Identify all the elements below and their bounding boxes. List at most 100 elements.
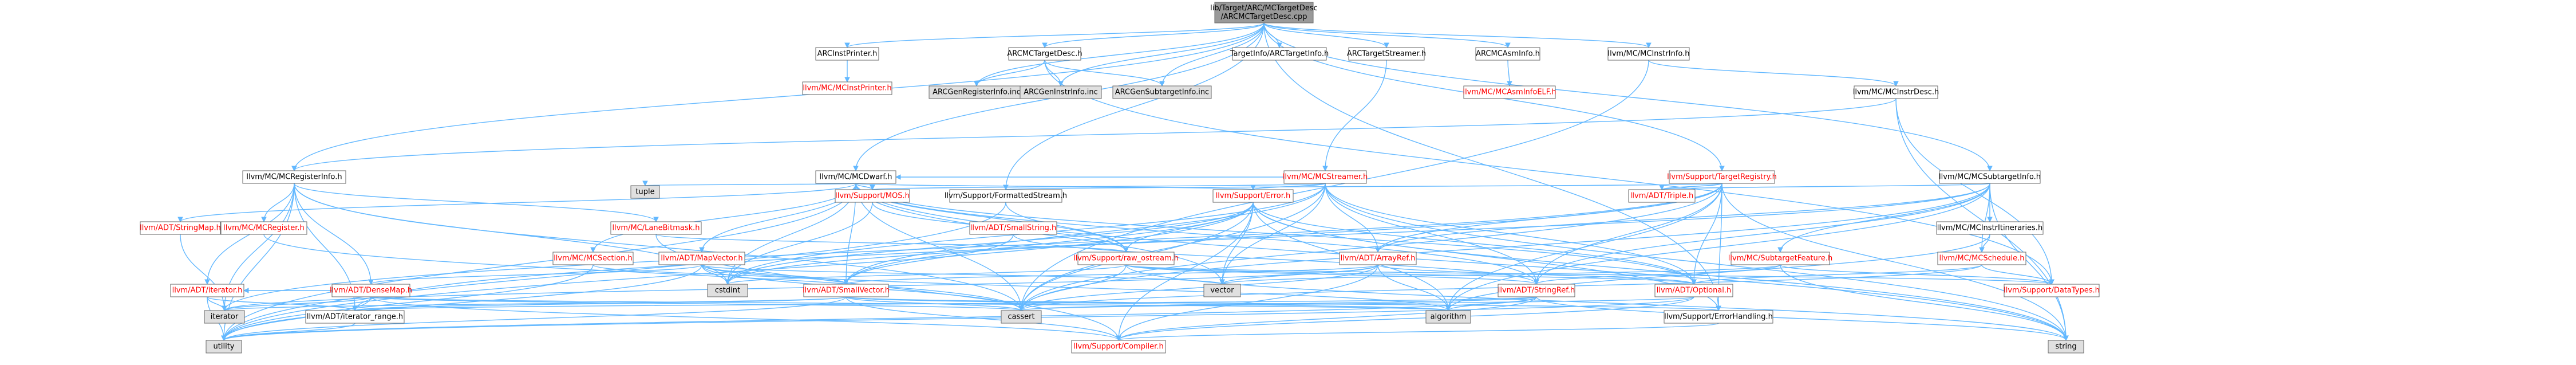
node-mcschedule[interactable]: llvm/MC/MCSchedule.h — [1937, 252, 2026, 265]
node-mcsection[interactable]: llvm/MC/MCSection.h — [552, 252, 634, 265]
node-rawostream[interactable]: llvm/Support/raw_ostream.h — [1073, 252, 1179, 265]
include-edge-iteratorh-to-iterator — [207, 296, 225, 311]
node-compiler[interactable]: llvm/Support/Compiler.h — [1071, 340, 1166, 354]
node-stringref[interactable]: llvm/ADT/StringRef.h — [1498, 284, 1575, 297]
include-edge-mcstreamer-to-mos — [872, 183, 1326, 190]
edge-arrowhead — [243, 288, 249, 293]
node-optional[interactable]: llvm/ADT/Optional.h — [1654, 284, 1733, 297]
node-box — [170, 284, 244, 297]
include-edge-densemap-to-utility — [223, 296, 372, 341]
include-edge-supporterror-to-compiler — [1118, 202, 1254, 341]
node-label: llvm/Support/MOS.h — [835, 192, 910, 201]
include-edge-rawostream-to-cstdint — [727, 264, 1127, 285]
node-smallvector[interactable]: llvm/ADT/SmallVector.h — [803, 284, 890, 297]
node-mcinstrinineraries[interactable]: llvm/MC/MCInstrItineraries.h — [1936, 221, 2044, 235]
node-iteratorh[interactable]: llvm/ADT/iterator.h — [170, 284, 244, 297]
include-edge-root-to-arcgeninstrinfo — [1060, 22, 1265, 87]
edge-arrowhead — [725, 279, 730, 285]
include-edge-targetregistry-to-iterator — [224, 183, 1722, 311]
node-stringmap[interactable]: llvm/ADT/StringMap.h — [140, 221, 221, 235]
node-mcasminfoelf[interactable]: llvm/MC/MCAsmInfoELF.h — [1463, 85, 1556, 99]
node-box — [803, 284, 889, 297]
node-label: llvm/MC/MCRegister.h — [223, 224, 305, 233]
node-box — [969, 221, 1057, 235]
include-edge-mcregisterinfo-to-lanebitmask — [294, 183, 657, 222]
node-box — [707, 284, 748, 297]
node-algorithm: algorithm — [1425, 310, 1471, 324]
node-label: algorithm — [1431, 313, 1467, 321]
node-datatypes[interactable]: llvm/Support/DataTypes.h — [2004, 284, 2100, 297]
node-densemap[interactable]: llvm/ADT/DenseMap.h — [330, 284, 412, 297]
node-box — [2048, 340, 2084, 354]
node-box — [220, 221, 307, 235]
edge-arrowhead — [1375, 247, 1381, 253]
node-label: llvm/ADT/DenseMap.h — [330, 286, 412, 295]
node-label: ARCInstPrinter.h — [817, 50, 878, 58]
include-edge-lanebitmask-to-rawostream — [655, 234, 1127, 253]
node-mcregister[interactable]: llvm/MC/MCRegister.h — [220, 221, 307, 235]
node-label: iterator — [211, 313, 239, 321]
node-arcgenregisterinfo: ARCGenRegisterInfo.inc — [929, 85, 1025, 99]
edge-arrowhead — [1719, 166, 1725, 172]
node-label: llvm/MC/MCRegisterInfo.h — [246, 173, 342, 182]
edge-arrowhead — [1777, 247, 1783, 253]
include-edge-mcstreamer-to-smallvector — [846, 183, 1326, 285]
node-label: llvm/ADT/MapVector.h — [661, 254, 742, 263]
include-edge-mcsubtargetinfo-to-subtargetfeature — [1780, 183, 1990, 253]
edge-arrowhead — [222, 305, 227, 312]
node-targetregistry[interactable]: llvm/Support/TargetRegistry.h — [1667, 170, 1777, 184]
node-label: llvm/MC/MCInstrDesc.h — [1853, 88, 1939, 97]
node-label: llvm/Support/Error.h — [1216, 192, 1291, 201]
node-arctargetstreamer[interactable]: ARCTargetStreamer.h — [1347, 47, 1426, 61]
edge-arrowhead — [895, 174, 901, 180]
include-edge-stringref-to-cassert — [1021, 296, 1537, 311]
node-targetinfo[interactable]: TargetInfo/ARCTargetInfo.h — [1230, 47, 1329, 61]
node-mcregisterinfo[interactable]: llvm/MC/MCRegisterInfo.h — [242, 170, 346, 184]
include-edge-mcsubtargetinfo-to-cstdint — [727, 183, 1990, 285]
node-mcdwarf[interactable]: llvm/MC/MCDwarf.h — [815, 170, 896, 184]
include-edge-optional-to-compiler — [1118, 296, 1694, 341]
node-label: llvm/ADT/SmallString.h — [970, 224, 1056, 233]
node-mcstreamer[interactable]: llvm/MC/MCStreamer.h — [1283, 170, 1368, 184]
edge-arrowhead — [1384, 42, 1389, 49]
node-mos[interactable]: llvm/Support/MOS.h — [835, 189, 910, 203]
node-iteratorrange[interactable]: llvm/ADT/iterator_range.h — [305, 310, 405, 324]
node-formattedstream[interactable]: llvm/Support/FormattedStream.h — [945, 189, 1067, 203]
node-arcmcasminfo[interactable]: ARCMCAsmInfo.h — [1475, 47, 1540, 61]
include-edge-mcinstrdesc-to-datatypes — [1895, 98, 2052, 285]
node-lanebitmask[interactable]: llvm/MC/LaneBitmask.h — [610, 221, 702, 235]
node-arrayref[interactable]: llvm/ADT/ArrayRef.h — [1339, 252, 1417, 265]
node-label: llvm/MC/SubtargetFeature.h — [1728, 254, 1832, 263]
node-label: ARCMCAsmInfo.h — [1476, 50, 1540, 58]
include-edge-mcschedule-to-optional — [1693, 264, 1982, 285]
node-smallstring[interactable]: llvm/ADT/SmallString.h — [969, 221, 1057, 235]
node-box — [1339, 252, 1417, 265]
node-supporterror[interactable]: llvm/Support/Error.h — [1212, 189, 1294, 203]
node-box — [1730, 252, 1830, 265]
node-box — [331, 284, 410, 297]
edge-arrowhead — [1159, 81, 1165, 87]
node-mapvector[interactable]: llvm/ADT/MapVector.h — [658, 252, 745, 265]
include-edge-mcregisterinfo-to-densemap — [294, 183, 372, 285]
node-mcinstrdesc[interactable]: llvm/MC/MCInstrDesc.h — [1853, 85, 1939, 99]
node-label: string — [2055, 343, 2076, 351]
include-edge-arcmctargetdesc-to-arcgenregisterinfo — [976, 60, 1045, 87]
node-utility: utility — [206, 340, 242, 354]
node-box — [305, 310, 405, 324]
node-label: TargetInfo/ARCTargetInfo.h — [1230, 50, 1329, 58]
edge-arrowhead — [291, 166, 297, 172]
edge-arrowhead — [261, 217, 267, 223]
edge-arrowhead — [352, 305, 358, 312]
node-arcmctargetdesc[interactable]: ARCMCTargetDesc.h — [1007, 47, 1082, 61]
edge-arrowhead — [699, 247, 705, 253]
node-mcinstrinfo[interactable]: llvm/MC/MCInstrInfo.h — [1607, 47, 1690, 61]
node-mcinstprinter[interactable]: llvm/MC/MCInstPrinter.h — [802, 81, 892, 95]
node-box — [630, 185, 660, 199]
node-arcinstprinter[interactable]: ARCInstPrinter.h — [815, 47, 879, 61]
node-subtargetfeature[interactable]: llvm/MC/SubtargetFeature.h — [1728, 252, 1832, 265]
include-edge-targetregistry-to-optional — [1693, 183, 1722, 285]
node-triple[interactable]: llvm/ADT/Triple.h — [1628, 189, 1696, 203]
node-label: ARCGenRegisterInfo.inc — [933, 88, 1021, 97]
node-mcsubtargetinfo[interactable]: llvm/MC/MCSubtargetInfo.h — [1939, 170, 2041, 184]
node-errorhandling[interactable]: llvm/Support/ErrorHandling.h — [1664, 310, 1773, 324]
